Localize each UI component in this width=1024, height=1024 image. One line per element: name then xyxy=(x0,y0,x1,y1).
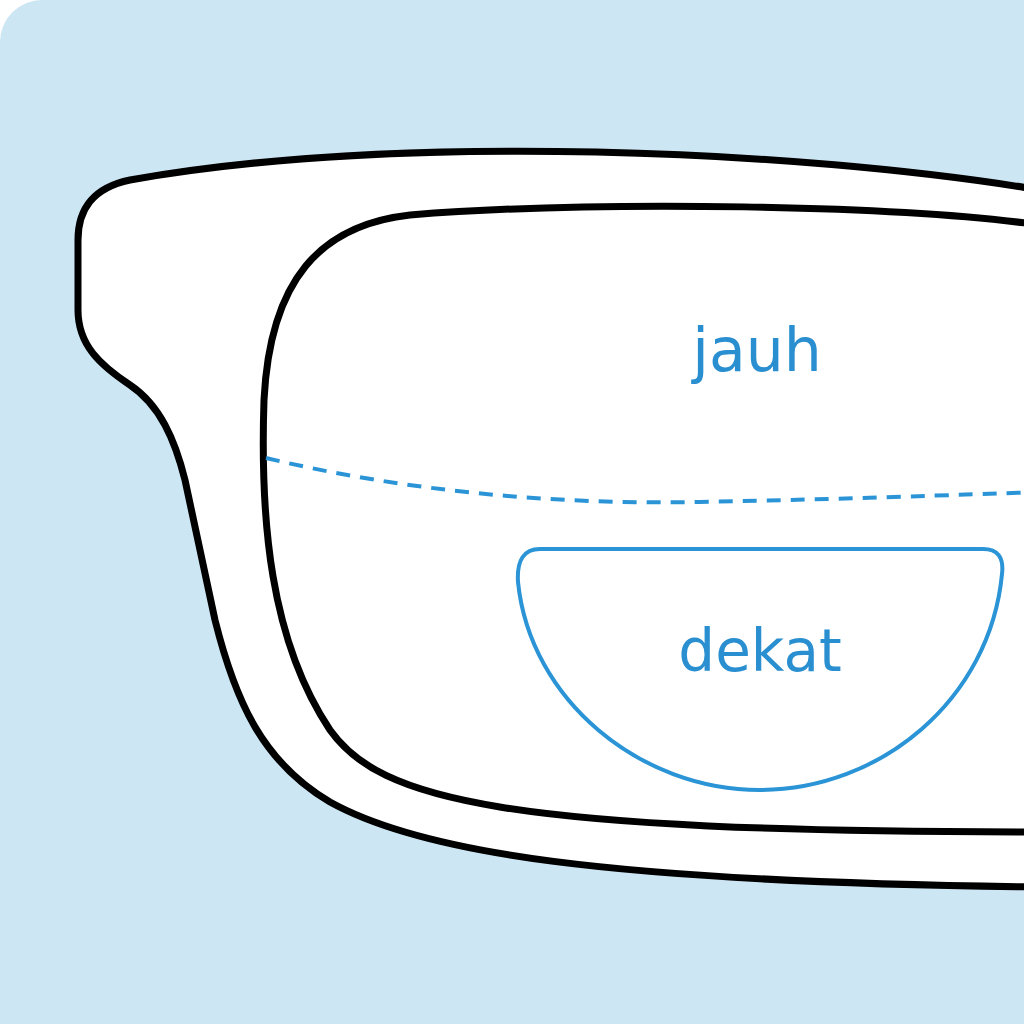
bifocal-segment: dekat xyxy=(515,545,1005,795)
zone-label: dekat xyxy=(511,617,1009,687)
zone-divider xyxy=(266,458,1024,502)
glasses-frame xyxy=(78,151,1024,887)
lens: jauh dekat xyxy=(262,200,1024,850)
lens-outline xyxy=(263,206,1024,832)
zone-label: jauh xyxy=(363,314,1024,386)
lens-shape xyxy=(262,200,1024,850)
